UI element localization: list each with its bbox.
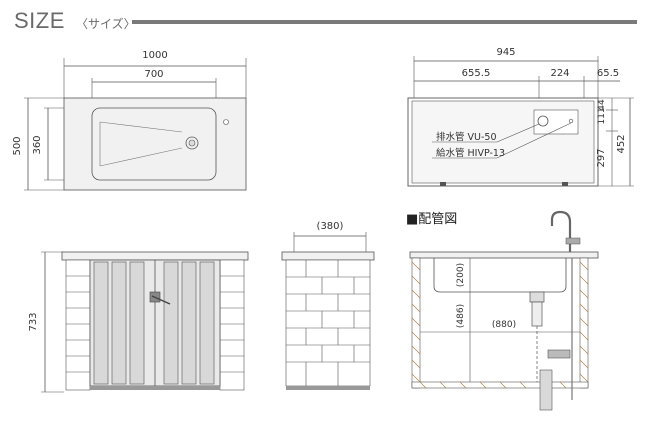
dim-880: (880)	[492, 320, 516, 330]
front-left-pillar	[65, 259, 91, 391]
dim-200: (200)	[456, 263, 466, 287]
drain-trap	[529, 291, 545, 303]
dim-655: 655.5	[462, 68, 491, 79]
dim-733: 733	[28, 312, 39, 331]
side-view: (380)	[281, 221, 375, 390]
dim-297: 297	[596, 148, 607, 167]
header-rule	[132, 20, 637, 24]
side-countertop	[281, 251, 375, 261]
dim-700: 700	[144, 69, 163, 80]
dim-500: 500	[12, 136, 23, 155]
section-basin	[433, 258, 567, 293]
dim-380: (380)	[317, 221, 344, 232]
basin-slope	[99, 121, 183, 167]
dim-65: 65.5	[597, 68, 619, 79]
drain-pipe-label: 排水管 VU-50	[436, 131, 497, 143]
section-countertop	[409, 251, 599, 259]
dim-111: 111	[597, 107, 607, 124]
dim-1000: 1000	[142, 50, 167, 61]
dim-360: 360	[32, 135, 43, 154]
stop-valve	[547, 349, 571, 359]
front-view: 733	[28, 251, 249, 393]
pipe-section: (200) (486) (880)	[409, 210, 599, 411]
basin	[91, 107, 217, 181]
drain-outlet	[539, 369, 553, 411]
dim-224: 224	[550, 68, 569, 79]
faucet-hole	[223, 119, 229, 125]
pipe-diagram-title: ■配管図	[406, 212, 458, 227]
side-brick-wall	[285, 259, 371, 387]
front-countertop	[61, 251, 249, 261]
faucet	[550, 210, 572, 252]
dim-486: (486)	[456, 304, 466, 328]
top-view: 1000 700 500 360	[12, 50, 247, 191]
back-view: 945 655.5 224 65.5 排水管 VU-50 給水管 HIVP-13	[407, 47, 634, 187]
size-title: SIZE	[14, 8, 65, 33]
dim-452: 452	[616, 134, 627, 153]
dim-945: 945	[496, 47, 515, 58]
supply-pipe-label: 給水管 HIVP-13	[436, 147, 505, 159]
drain-pipe-circle	[537, 115, 549, 127]
size-subtitle: 〈サイズ〉	[76, 17, 136, 31]
supply-pipe-circle	[568, 118, 574, 124]
dim-44: 44	[597, 99, 607, 111]
front-right-pillar	[219, 259, 245, 391]
